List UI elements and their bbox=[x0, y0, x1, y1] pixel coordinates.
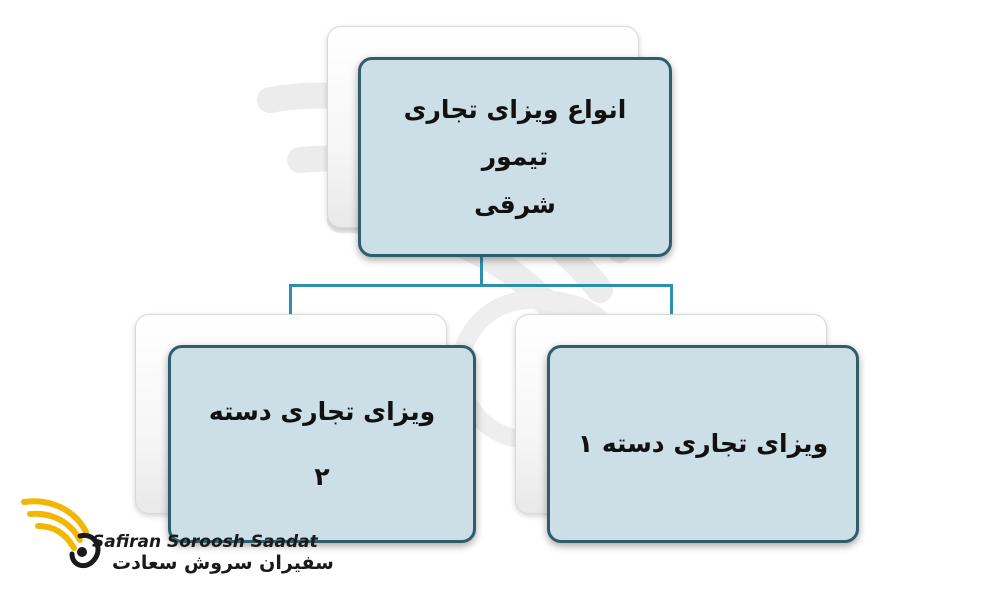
golden-wing-icon bbox=[21, 498, 101, 569]
child-node-category-1: ویزای تجاری دسته ۱ bbox=[547, 345, 859, 543]
child-node-category-1-line-1: ویزای تجاری دسته ۱ bbox=[577, 429, 829, 458]
child-node-category-2-line-2: ۲ bbox=[314, 462, 330, 491]
child-node-category-2: ویزای تجاری دسته ۲ bbox=[168, 345, 476, 543]
connector-horizontal bbox=[289, 284, 673, 287]
connector-root-stem bbox=[480, 254, 483, 286]
root-node-line-2: شرقی bbox=[474, 189, 556, 219]
company-logo: Safiran Soroosh Saadat سفیران سروش سعادت bbox=[20, 492, 334, 592]
logo-english-text: Safiran Soroosh Saadat bbox=[92, 532, 318, 552]
root-node-line-1: انواع ویزای تجاری تیمور bbox=[403, 94, 627, 172]
root-node: انواع ویزای تجاری تیمور شرقی bbox=[358, 57, 672, 257]
child-node-category-2-line-1: ویزای تجاری دسته bbox=[208, 397, 436, 426]
logo-persian-text: سفیران سروش سعادت bbox=[112, 552, 334, 574]
